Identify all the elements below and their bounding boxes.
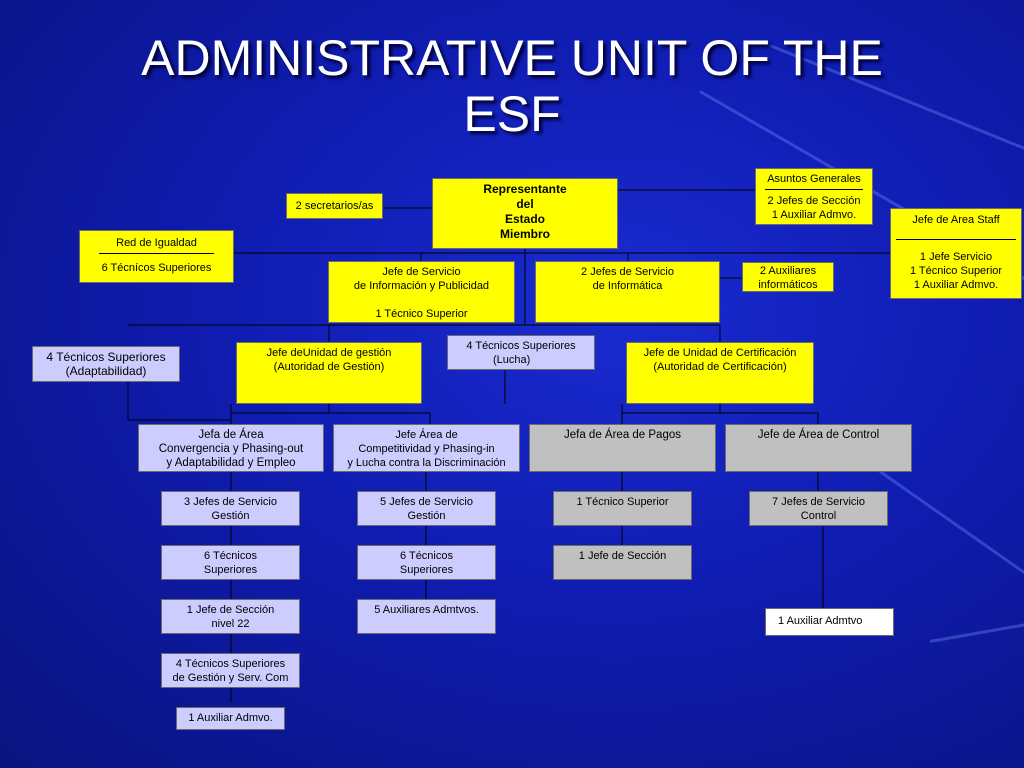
box-line: (Autoridad de Gestión): [273, 361, 385, 373]
representante-line: Miembro: [499, 227, 550, 241]
box-line: Jefa de Área: [198, 429, 264, 441]
jefe-servicio-informacion-box: Jefe de Servicio de Información y Public…: [328, 261, 515, 323]
c1-tecnicos-gestion-box: 4 Técnicos Superiores de Gestión y Serv.…: [161, 653, 300, 688]
asuntos-generales-box: Asuntos Generales 2 Jefes de Sección 1 A…: [755, 168, 873, 225]
title-line-1: ADMINISTRATIVE UNIT OF THE: [141, 30, 883, 86]
divider: [764, 189, 864, 190]
box-line: de Informática: [592, 280, 663, 292]
box-line: 1 Jefe de Sección: [186, 604, 275, 616]
box-line: Jefa de Área de Pagos: [564, 429, 681, 441]
c4-jefes-servicio-box: 7 Jefes de Servicio Control: [749, 491, 888, 526]
jefe-area-competitividad-box: Jefe Área de Competitividad y Phasing-in…: [333, 424, 520, 472]
box-line: Jefe Área de: [395, 429, 458, 441]
divider: [896, 239, 1016, 240]
c1-jefe-seccion-box: 1 Jefe de Sección nivel 22: [161, 599, 300, 634]
c1-auxiliar-box: 1 Auxiliar Admvo.: [176, 707, 285, 730]
box-line: 6 Técnicos: [400, 550, 453, 562]
box-line: 7 Jefes de Servicio: [772, 496, 865, 508]
jefa-area-convergencia-box: Jefa de Área Convergencia y Phasing-out …: [138, 424, 324, 472]
box-line: Gestión: [211, 510, 250, 522]
box-line: Control: [800, 510, 837, 522]
box-line: 1 Auxiliar Admvo.: [188, 712, 273, 724]
asuntos-generales-item: 2 Jefes de Sección: [767, 195, 861, 207]
tecnicos-lucha-box: 4 Técnicos Superiores (Lucha): [447, 335, 595, 370]
slide-title: ADMINISTRATIVE UNIT OF THE ESF: [0, 30, 1024, 142]
box-line: Jefe de Servicio: [382, 266, 461, 278]
red-igualdad-box: Red de Igualdad 6 Técnícos Superiores: [79, 230, 234, 283]
c2-auxiliares-box: 5 Auxiliares Admtvos.: [357, 599, 496, 634]
tecnicos-adaptabilidad-box: 4 Técnicos Superiores (Adaptabilidad): [32, 346, 180, 382]
box-line: Gestión: [407, 510, 446, 522]
representante-line: Estado: [504, 212, 545, 226]
box-line: de Información y Publicidad: [353, 280, 490, 292]
box-line: 1 Técnico Superior: [576, 496, 669, 508]
asuntos-generales-header: Asuntos Generales: [767, 173, 861, 185]
c3-jefe-seccion-box: 1 Jefe de Sección: [553, 545, 692, 580]
jefe-area-staff-header: Jefe de Area Staff: [912, 214, 1000, 226]
box-line: 4 Técnicos Superiores: [46, 350, 166, 364]
c2-tecnicos-box: 6 Técnicos Superiores: [357, 545, 496, 580]
box-line: 2 Auxiliares: [759, 265, 817, 277]
jefe-area-staff-item: 1 Jefe Servicio: [919, 251, 993, 263]
jefe-area-staff-item: 1 Auxiliar Admvo.: [913, 279, 999, 291]
box-line: (Lucha): [493, 354, 531, 366]
box-line: y Lucha contra la Discriminación: [347, 457, 506, 469]
c4-auxiliar-box: 1 Auxiliar Admtvo: [765, 608, 894, 636]
box-line: 6 Técnicos: [204, 550, 257, 562]
box-line: (Autoridad de Certificación): [653, 361, 787, 373]
c2-jefes-servicio-box: 5 Jefes de Servicio Gestión: [357, 491, 496, 526]
box-line: 3 Jefes de Servicio: [184, 496, 277, 508]
jefe-area-staff-item: 1 Técnico Superior: [909, 265, 1003, 277]
title-line-2: ESF: [463, 86, 561, 142]
box-line: Jefe de Área de Control: [757, 429, 880, 441]
box-line: 2 Jefes de Servicio: [581, 266, 674, 278]
jefe-unidad-gestion-box: Jefe deUnidad de gestión (Autoridad de G…: [236, 342, 422, 404]
box-line: de Gestión y Serv. Com: [172, 672, 289, 684]
jefa-area-pagos-box: Jefa de Área de Pagos: [529, 424, 716, 472]
representante-box: Representante del Estado Miembro: [432, 178, 618, 249]
asuntos-generales-item: 1 Auxiliar Admvo.: [771, 209, 857, 221]
representante-line: del: [516, 197, 534, 211]
secretarios-label: 2 secretarios/as: [295, 200, 374, 212]
secretarios-box: 2 secretarios/as: [286, 193, 383, 219]
box-line: Superiores: [203, 564, 258, 576]
box-line: Superiores: [399, 564, 454, 576]
auxiliares-informaticos-box: 2 Auxiliares informáticos: [742, 262, 834, 292]
box-line: 1 Jefe de Sección: [578, 550, 667, 562]
jefes-informatica-box: 2 Jefes de Servicio de Informática: [535, 261, 720, 323]
divider: [99, 253, 214, 254]
box-line: [329, 293, 514, 307]
box-line: Jefe de Unidad de Certificación: [643, 347, 797, 359]
c1-jefes-servicio-box: 3 Jefes de Servicio Gestión: [161, 491, 300, 526]
box-line: informáticos: [758, 279, 818, 291]
box-line: 4 Técnicos Superiores: [175, 658, 286, 670]
box-line: 4 Técnicos Superiores: [466, 340, 576, 352]
box-line: 1 Técnico Superior: [375, 308, 468, 320]
box-line: (Adaptabilidad): [65, 364, 147, 378]
jefe-area-staff-box: Jefe de Area Staff 1 Jefe Servicio 1 Téc…: [890, 208, 1022, 299]
box-line: nivel 22: [211, 618, 250, 630]
box-line: 1 Auxiliar Admtvo: [778, 615, 863, 627]
c1-tecnicos-box: 6 Técnicos Superiores: [161, 545, 300, 580]
jefe-area-control-box: Jefe de Área de Control: [725, 424, 912, 472]
red-igualdad-item: 6 Técnícos Superiores: [101, 262, 212, 274]
red-igualdad-header: Red de Igualdad: [116, 237, 197, 249]
box-line: 5 Jefes de Servicio: [380, 496, 473, 508]
representante-line: Representante: [483, 182, 567, 196]
box-line: Convergencia y Phasing-out: [158, 443, 304, 455]
box-line: 5 Auxiliares Admtvos.: [374, 604, 479, 616]
box-line: Jefe deUnidad de gestión: [266, 347, 392, 359]
jefe-unidad-certificacion-box: Jefe de Unidad de Certificación (Autorid…: [626, 342, 814, 404]
box-line: Competitividad y Phasing-in: [358, 443, 495, 455]
c3-tecnico-box: 1 Técnico Superior: [553, 491, 692, 526]
box-line: y Adaptabilidad y Empleo: [166, 457, 296, 469]
